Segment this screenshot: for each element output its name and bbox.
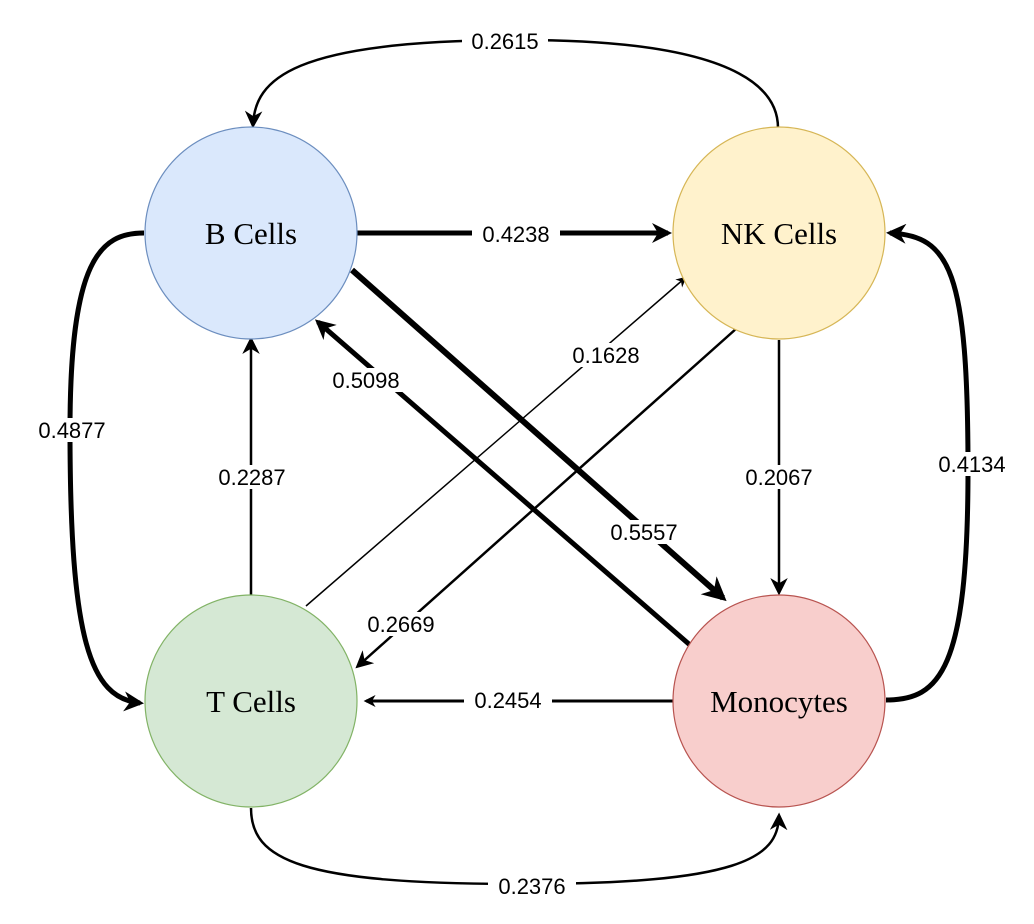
edge-weight: 0.2376 (498, 874, 565, 899)
node-label: B Cells (205, 216, 297, 251)
node-b-cells: B Cells (144, 126, 358, 340)
edge-label-mono-to-nk: 0.4134 (928, 452, 1016, 477)
edge-label-mono-to-t: 0.2454 (464, 688, 552, 713)
edge-label-b-to-t: 0.4877 (28, 418, 116, 443)
edge-weight: 0.4134 (938, 452, 1005, 477)
edge-label-nk-to-t: 0.2669 (357, 612, 445, 637)
edge-nk-to-t (355, 327, 738, 669)
edge-weight: 0.2287 (218, 465, 285, 490)
node-label: T Cells (206, 684, 296, 719)
node-nk-cells: NK Cells (672, 126, 886, 340)
edge-weight: 0.2454 (474, 688, 541, 713)
edge-label-t-to-b: 0.2287 (208, 465, 296, 490)
edge-weight: 0.5557 (610, 520, 677, 545)
edge-weight: 0.2669 (367, 612, 434, 637)
edge-weight: 0.4877 (38, 418, 105, 443)
edge-weight: 0.1628 (572, 343, 639, 368)
node-label: NK Cells (721, 216, 837, 251)
edge-weight: 0.2615 (471, 29, 538, 54)
node-monocytes: Monocytes (672, 594, 886, 808)
edge-label-t-to-nk: 0.1628 (562, 343, 650, 368)
edge-weight: 0.5098 (332, 368, 399, 393)
edge-label-b-to-nk: 0.4238 (472, 222, 560, 247)
edge-b-to-t (67, 230, 145, 712)
node-label: Monocytes (710, 684, 848, 719)
edge-t-to-mono (249, 807, 788, 886)
edge-label-t-to-mono: 0.2376 (488, 874, 576, 899)
edge-weight: 0.2067 (745, 465, 812, 490)
edge-label-mono-to-b: 0.5098 (322, 368, 410, 393)
edge-label-b-to-mono: 0.5557 (600, 520, 688, 545)
edge-label-nk-to-mono: 0.2067 (735, 465, 823, 490)
node-t-cells: T Cells (144, 594, 358, 808)
edge-label-nk-to-b: 0.2615 (462, 29, 548, 54)
edge-weight: 0.4238 (482, 222, 549, 247)
edge-t-to-nk (305, 276, 687, 607)
edge-b-to-mono (350, 267, 727, 602)
